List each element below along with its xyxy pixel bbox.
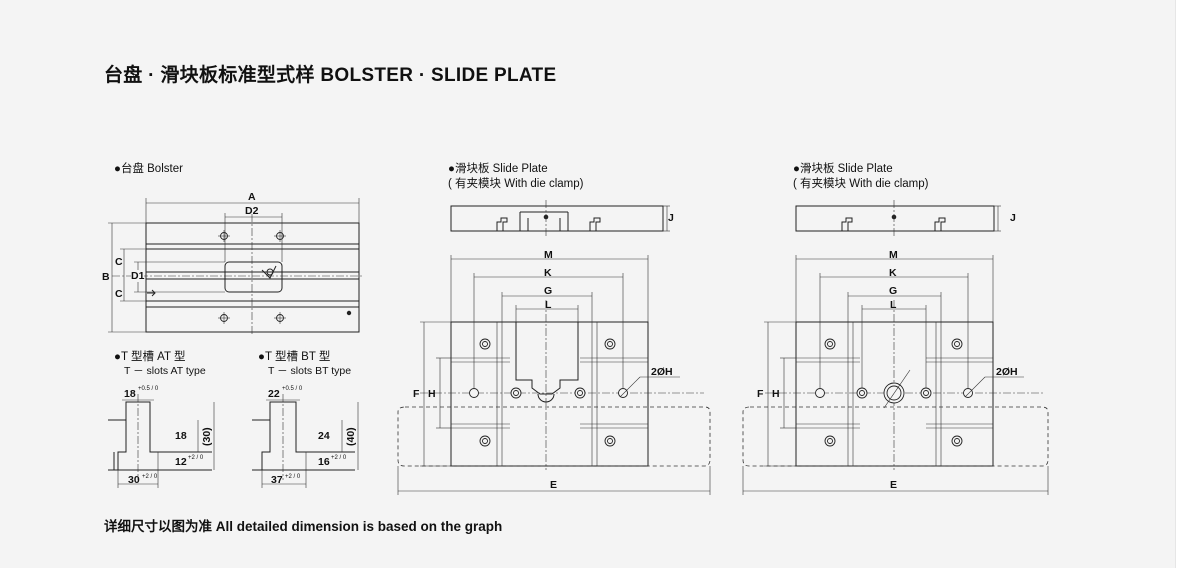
slide1-dim-j: J: [668, 212, 674, 224]
slide2-dim-h: H: [772, 388, 780, 400]
bt-bottom-width: 37: [271, 474, 283, 486]
bt-slot-depth: 24: [318, 430, 330, 442]
bt-total-height: (40): [345, 427, 357, 446]
tslot-at-drawing: [108, 394, 215, 488]
tslot-bt-caption: ●T 型槽 BT 型: [258, 351, 331, 363]
slide1-drawing: [397, 200, 711, 495]
dim-d1-label: D1: [131, 270, 145, 282]
at-bottom-tolerance: +2 / 0: [142, 474, 158, 480]
bt-top-tolerance: +0.5 / 0: [282, 386, 303, 392]
dim-d2-label: D2: [245, 205, 259, 217]
slide1-dim-k: K: [544, 267, 552, 279]
tslot-at-caption: ●T 型槽 AT 型: [114, 351, 186, 363]
slide2-dim-j: J: [1010, 212, 1016, 224]
slide2-dim-k: K: [889, 267, 897, 279]
slide2-dim-g: G: [889, 285, 898, 297]
bolster-caption: ●台盘 Bolster: [114, 163, 183, 175]
slide2-hole-label: 2ØH: [996, 366, 1018, 378]
slide1-subcaption: ( 有夹模块 With die clamp): [448, 178, 584, 190]
bt-top-width: 22: [268, 388, 280, 400]
slide2-dim-m: M: [889, 249, 898, 261]
at-slot-depth: 18: [175, 430, 187, 442]
slide2-dim-e: E: [890, 479, 898, 491]
slide1-dim-m: M: [544, 249, 553, 261]
slide1-dim-h: H: [428, 388, 436, 400]
slide2-caption: ●滑块板 Slide Plate: [793, 163, 893, 175]
slide1-hole-label: 2ØH: [651, 366, 673, 378]
dim-c-lower-label: C: [115, 288, 123, 300]
tslot-bt-subcaption: T － slots BT type: [268, 365, 352, 377]
bolster-drawing: [108, 198, 364, 336]
at-top-width: 18: [124, 388, 136, 400]
tslot-bt-drawing: [252, 394, 359, 488]
at-total-height: (30): [201, 427, 213, 446]
at-neck-tolerance: +2 / 0: [188, 455, 204, 461]
dim-c-upper-label: C: [115, 256, 123, 268]
bt-bottom-tolerance: +2 / 0: [285, 474, 301, 480]
slide2-dim-f: F: [757, 388, 764, 400]
page-title: 台盘 · 滑块板标准型式样 BOLSTER · SLIDE PLATE: [104, 65, 557, 86]
slide1-dim-l: L: [545, 299, 552, 311]
slide1-caption: ●滑块板 Slide Plate: [448, 163, 548, 175]
right-scrollbar[interactable]: [1175, 0, 1184, 568]
slide1-dim-g: G: [544, 285, 553, 297]
tslot-at-subcaption: T － slots AT type: [124, 365, 206, 377]
at-bottom-width: 30: [128, 474, 140, 486]
footer-note: 详细尺寸以图为准 All detailed dimension is based…: [104, 519, 503, 534]
bt-neck-width: 16: [318, 456, 330, 468]
dim-a-label: A: [248, 191, 256, 203]
slide1-dim-e: E: [550, 479, 558, 491]
at-top-tolerance: +0.5 / 0: [138, 386, 159, 392]
at-neck-width: 12: [175, 456, 187, 468]
dim-b-label: B: [102, 271, 110, 283]
bt-neck-tolerance: +2 / 0: [331, 455, 347, 461]
slide2-dim-l: L: [890, 299, 897, 311]
slide2-drawing: [742, 200, 1049, 495]
slide1-dim-f: F: [413, 388, 420, 400]
slide2-subcaption: ( 有夹模块 With die clamp): [793, 178, 929, 190]
